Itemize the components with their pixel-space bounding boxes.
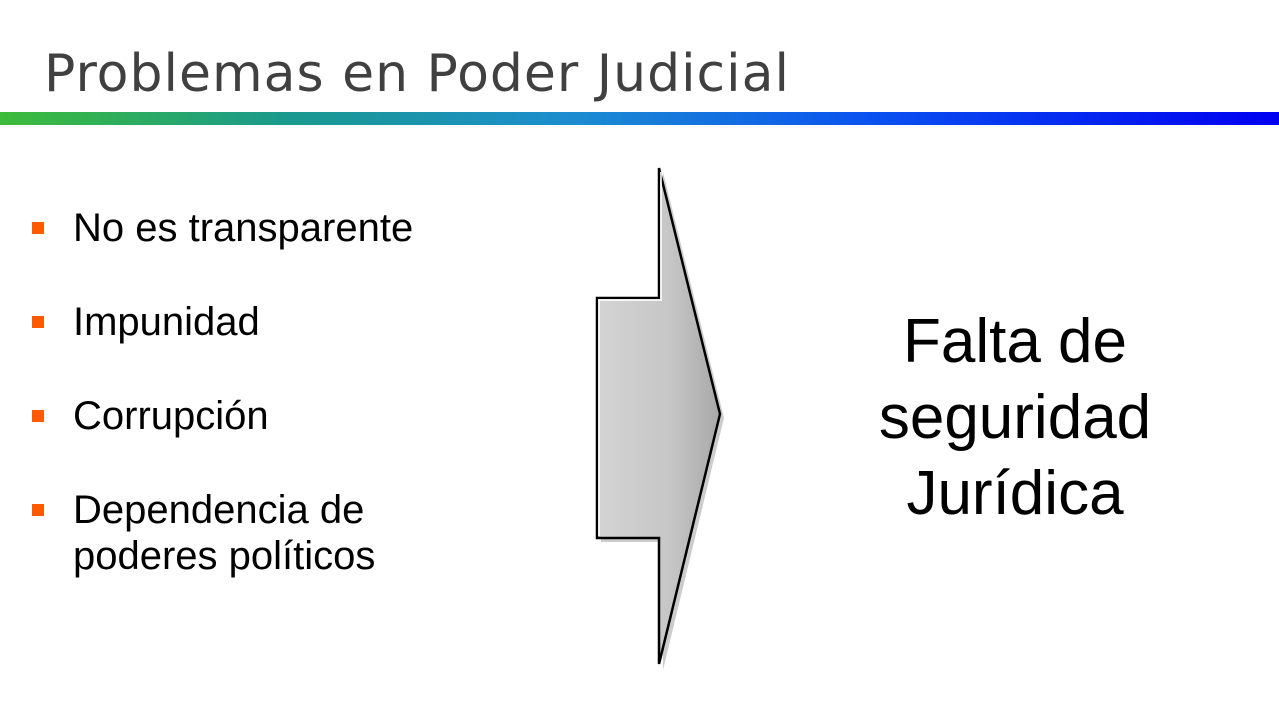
arrow-highlight [598, 172, 662, 536]
bullet-text: No es transparente [73, 206, 414, 250]
bullet-text: Impunidad [73, 300, 260, 344]
consequence-line2: seguridad [878, 383, 1152, 452]
bullet-item-impunidad: Impunidad [30, 299, 500, 345]
bullet-text-line1: Dependencia de [73, 488, 365, 532]
square-bullet-icon [32, 410, 44, 422]
consequence-line1: Falta de [902, 307, 1128, 376]
title-underline-gradient [0, 112, 1279, 125]
consequence-text: Falta de seguridad Jurídica [840, 304, 1190, 532]
bullet-item-corrupcion: Corrupción [30, 393, 500, 439]
bullet-list: No es transparente Impunidad Corrupción … [30, 205, 500, 579]
arrow-body [595, 167, 722, 665]
bullet-text-line2: poderes políticos [73, 534, 376, 578]
bullet-item-dependencia: Dependencia de poderes políticos [30, 487, 500, 579]
slide-title: Problemas en Poder Judicial [44, 44, 790, 104]
bullet-text: Corrupción [73, 394, 269, 438]
right-arrow-icon [595, 167, 724, 670]
square-bullet-icon [32, 504, 44, 516]
bullet-item-no-transparente: No es transparente [30, 205, 500, 251]
square-bullet-icon [32, 222, 44, 234]
consequence-line3: Jurídica [906, 459, 1124, 528]
square-bullet-icon [32, 316, 44, 328]
